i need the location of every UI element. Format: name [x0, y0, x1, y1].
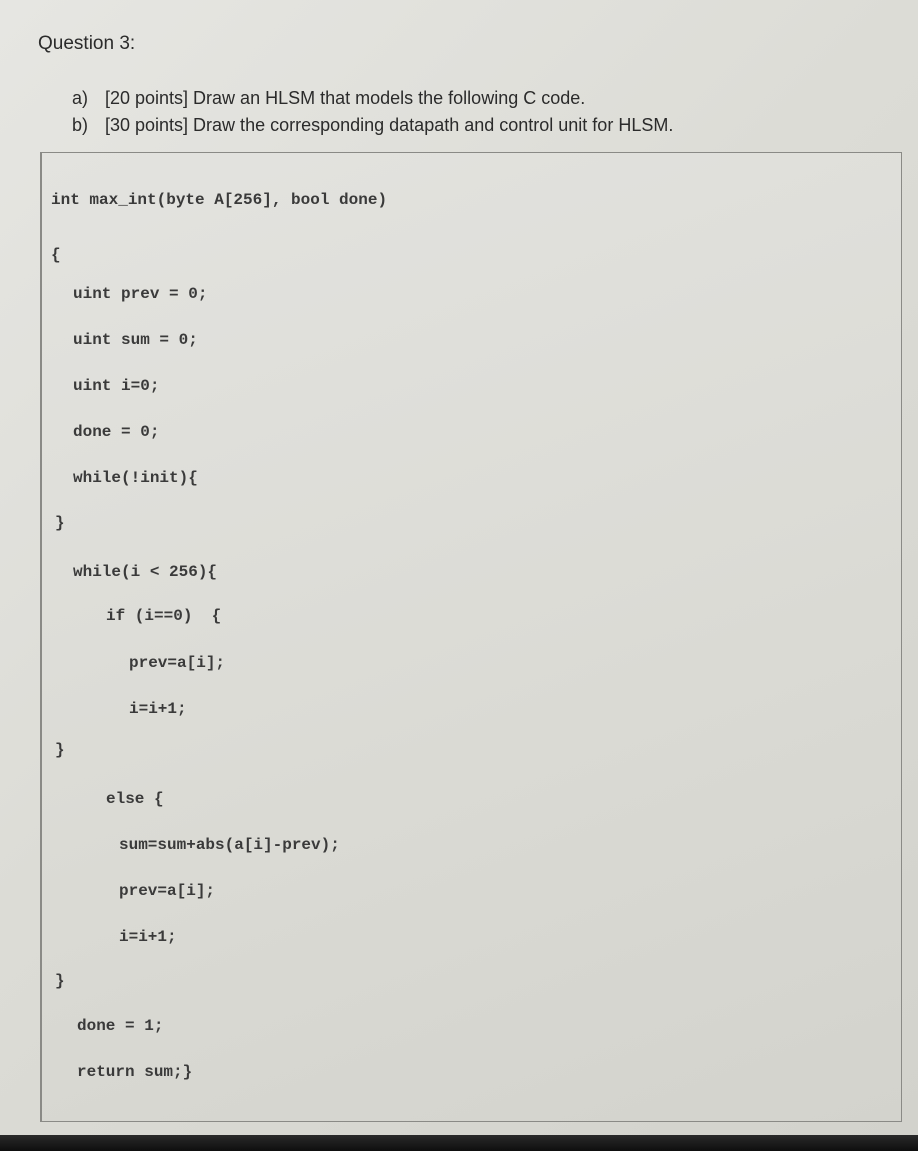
- code-line: if (i==0) {: [106, 607, 222, 625]
- code-line: }: [55, 514, 65, 532]
- code-line: }: [55, 741, 65, 759]
- code-line: done = 0;: [73, 423, 160, 441]
- part-text: [30 points] Draw the corresponding datap…: [105, 115, 674, 135]
- code-line: prev=a[i];: [119, 882, 216, 900]
- code-line: {: [51, 246, 61, 264]
- code-line: uint i=0;: [73, 377, 160, 395]
- code-line: return sum;}: [77, 1063, 193, 1081]
- code-line: prev=a[i];: [129, 654, 226, 672]
- part-letter: a): [72, 88, 89, 108]
- code-line: int max_int(byte A[256], bool done): [51, 191, 388, 209]
- question-part-b: b) [30 points] Draw the corresponding dat…: [72, 112, 673, 139]
- code-line: else {: [106, 790, 164, 808]
- question-parts: a) [20 points] Draw an HLSM that models t…: [72, 85, 673, 139]
- code-line: sum=sum+abs(a[i]-prev);: [119, 836, 340, 854]
- code-line: while(i < 256){: [73, 563, 218, 581]
- code-line: while(!init){: [73, 469, 198, 487]
- code-line: i=i+1;: [119, 928, 177, 946]
- code-line: done = 1;: [77, 1017, 164, 1035]
- code-line: uint prev = 0;: [73, 285, 208, 303]
- monitor-bezel: [0, 1135, 918, 1151]
- code-line: }: [55, 972, 65, 990]
- question-part-a: a) [20 points] Draw an HLSM that models t…: [72, 85, 673, 112]
- code-line: uint sum = 0;: [73, 331, 198, 349]
- question-title: Question 3:: [38, 33, 136, 54]
- code-line: i=i+1;: [129, 700, 187, 718]
- part-letter: b): [72, 115, 89, 135]
- code-box: int max_int(byte A[256], bool done) { ui…: [40, 152, 902, 1122]
- part-text: [20 points] Draw an HLSM that models the…: [105, 88, 586, 108]
